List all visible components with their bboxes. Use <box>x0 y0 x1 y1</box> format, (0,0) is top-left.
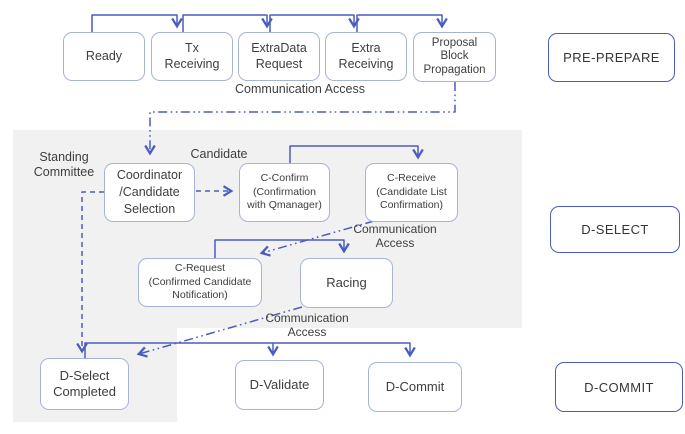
node-coordinator-candidate-selection: Coordinator /Candidate Selection <box>104 163 195 222</box>
edge-extradata-to-extra <box>269 14 360 32</box>
edge-ready-to-tx <box>91 14 183 32</box>
node-tx-receiving: Tx Receiving <box>151 32 233 81</box>
node-extra-receiving: Extra Receiving <box>325 32 407 81</box>
phase-pre-prepare: PRE-PREPARE <box>548 33 675 82</box>
edge-cconfirm-to-creceive <box>289 145 424 163</box>
label-standing-committee: Standing Committee <box>33 150 95 179</box>
edge-dselect-to-dcommit <box>84 342 416 358</box>
node-proposal-block-propagation: Proposal Block Propagation <box>413 32 496 82</box>
phase-d-select: D-SELECT <box>550 206 680 253</box>
node-extradata-request: ExtraData Request <box>238 32 320 81</box>
label-communication-access-mid: Communication Access <box>353 222 437 251</box>
node-c-receive: C-Receive (Candidate List Confirmation) <box>365 163 458 222</box>
node-racing: Racing <box>300 258 393 308</box>
edge-crequest-to-racing <box>214 239 350 258</box>
edge-tx-to-extradata <box>182 14 273 32</box>
edge-extra-to-proposal <box>356 14 448 32</box>
node-c-confirm: C-Confirm (Confirmation with Qmanager) <box>239 163 330 222</box>
label-communication-access-top: Communication Access <box>235 82 365 96</box>
label-communication-access-bottom: Communication Access <box>265 311 349 340</box>
edge-proposal-to-coordinator <box>144 82 456 156</box>
edge-standing-committee-to-dselect <box>76 191 104 354</box>
node-d-select-completed: D-Select Completed <box>40 358 129 410</box>
edge-creceive-to-crequest <box>259 220 375 257</box>
node-ready: Ready <box>63 32 145 81</box>
node-d-commit: D-Commit <box>368 362 462 412</box>
label-candidate: Candidate <box>190 147 248 161</box>
phase-d-commit: D-COMMIT <box>555 362 683 412</box>
edge-racing-to-dselect <box>136 306 303 358</box>
node-c-request: C-Request (Confirmed Candidate Notificat… <box>138 258 262 307</box>
node-d-validate: D-Validate <box>235 360 324 410</box>
